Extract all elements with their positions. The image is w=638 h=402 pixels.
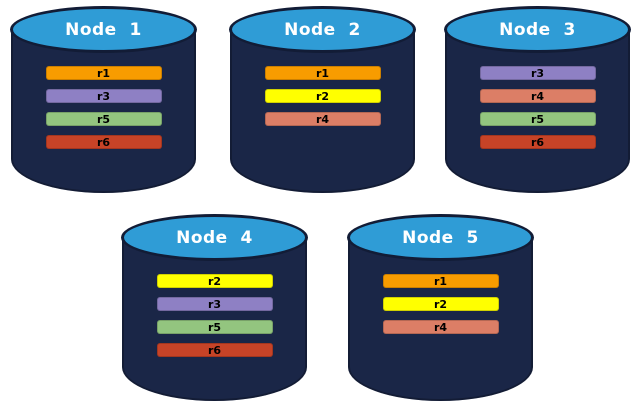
db-node-5: Node 5 r1 r2 r4 (347, 214, 534, 401)
replica-label: r3 (96, 89, 111, 103)
replica-label: r1 (96, 66, 111, 80)
replica-bar-r1: r1 (264, 66, 381, 80)
db-node-1: Node 1 r1 r3 r5 r6 (10, 6, 197, 193)
replica-bar-r1: r1 (382, 274, 499, 288)
cylinder-top: Node 2 (229, 6, 416, 53)
replica-bar-r2: r2 (264, 89, 381, 103)
replica-label: r1 (315, 66, 330, 80)
cylinder-top: Node 4 (121, 214, 308, 261)
db-node-3: Node 3 r3 r4 r5 r6 (444, 6, 631, 193)
replica-list: r1 r3 r5 r6 (45, 66, 162, 149)
replica-label: r4 (530, 89, 545, 103)
replica-list: r1 r2 r4 (264, 66, 381, 126)
replica-bar-r2: r2 (382, 297, 499, 311)
replica-label: r3 (207, 297, 222, 311)
replica-label: r3 (530, 66, 545, 80)
replica-bar-r4: r4 (264, 112, 381, 126)
replica-bar-r6: r6 (45, 135, 162, 149)
replica-label: r1 (433, 274, 448, 288)
db-node-2: Node 2 r1 r2 r4 (229, 6, 416, 193)
node-title: Node 4 (176, 227, 253, 248)
db-node-4: Node 4 r2 r3 r5 r6 (121, 214, 308, 401)
cylinder-body (445, 30, 630, 193)
replica-label: r5 (530, 112, 545, 126)
replica-label: r6 (96, 135, 111, 149)
replica-label: r6 (207, 343, 222, 357)
replica-list: r2 r3 r5 r6 (156, 274, 273, 357)
replica-label: r4 (315, 112, 330, 126)
cylinder-top: Node 1 (10, 6, 197, 53)
replica-label: r5 (207, 320, 222, 334)
replica-label: r2 (433, 297, 448, 311)
replica-bar-r5: r5 (45, 112, 162, 126)
replica-bar-r1: r1 (45, 66, 162, 80)
replica-bar-r4: r4 (479, 89, 596, 103)
cylinder-body (230, 30, 415, 193)
replica-bar-r6: r6 (479, 135, 596, 149)
replica-label: r4 (433, 320, 448, 334)
replica-bar-r2: r2 (156, 274, 273, 288)
replica-bar-r4: r4 (382, 320, 499, 334)
cylinder-body (348, 238, 533, 401)
replica-bar-r5: r5 (479, 112, 596, 126)
replica-bar-r3: r3 (45, 89, 162, 103)
cylinder-top: Node 3 (444, 6, 631, 53)
replica-label: r2 (207, 274, 222, 288)
node-title: Node 5 (402, 227, 479, 248)
node-title: Node 3 (499, 19, 576, 40)
node-title: Node 2 (284, 19, 361, 40)
cylinder-body (11, 30, 196, 193)
replica-list: r1 r2 r4 (382, 274, 499, 334)
cylinder-top: Node 5 (347, 214, 534, 261)
replica-bar-r3: r3 (479, 66, 596, 80)
replica-bar-r5: r5 (156, 320, 273, 334)
replica-label: r5 (96, 112, 111, 126)
replica-label: r6 (530, 135, 545, 149)
cylinder-body (122, 238, 307, 401)
node-title: Node 1 (65, 19, 142, 40)
replica-list: r3 r4 r5 r6 (479, 66, 596, 149)
replica-bar-r3: r3 (156, 297, 273, 311)
replica-label: r2 (315, 89, 330, 103)
replica-bar-r6: r6 (156, 343, 273, 357)
